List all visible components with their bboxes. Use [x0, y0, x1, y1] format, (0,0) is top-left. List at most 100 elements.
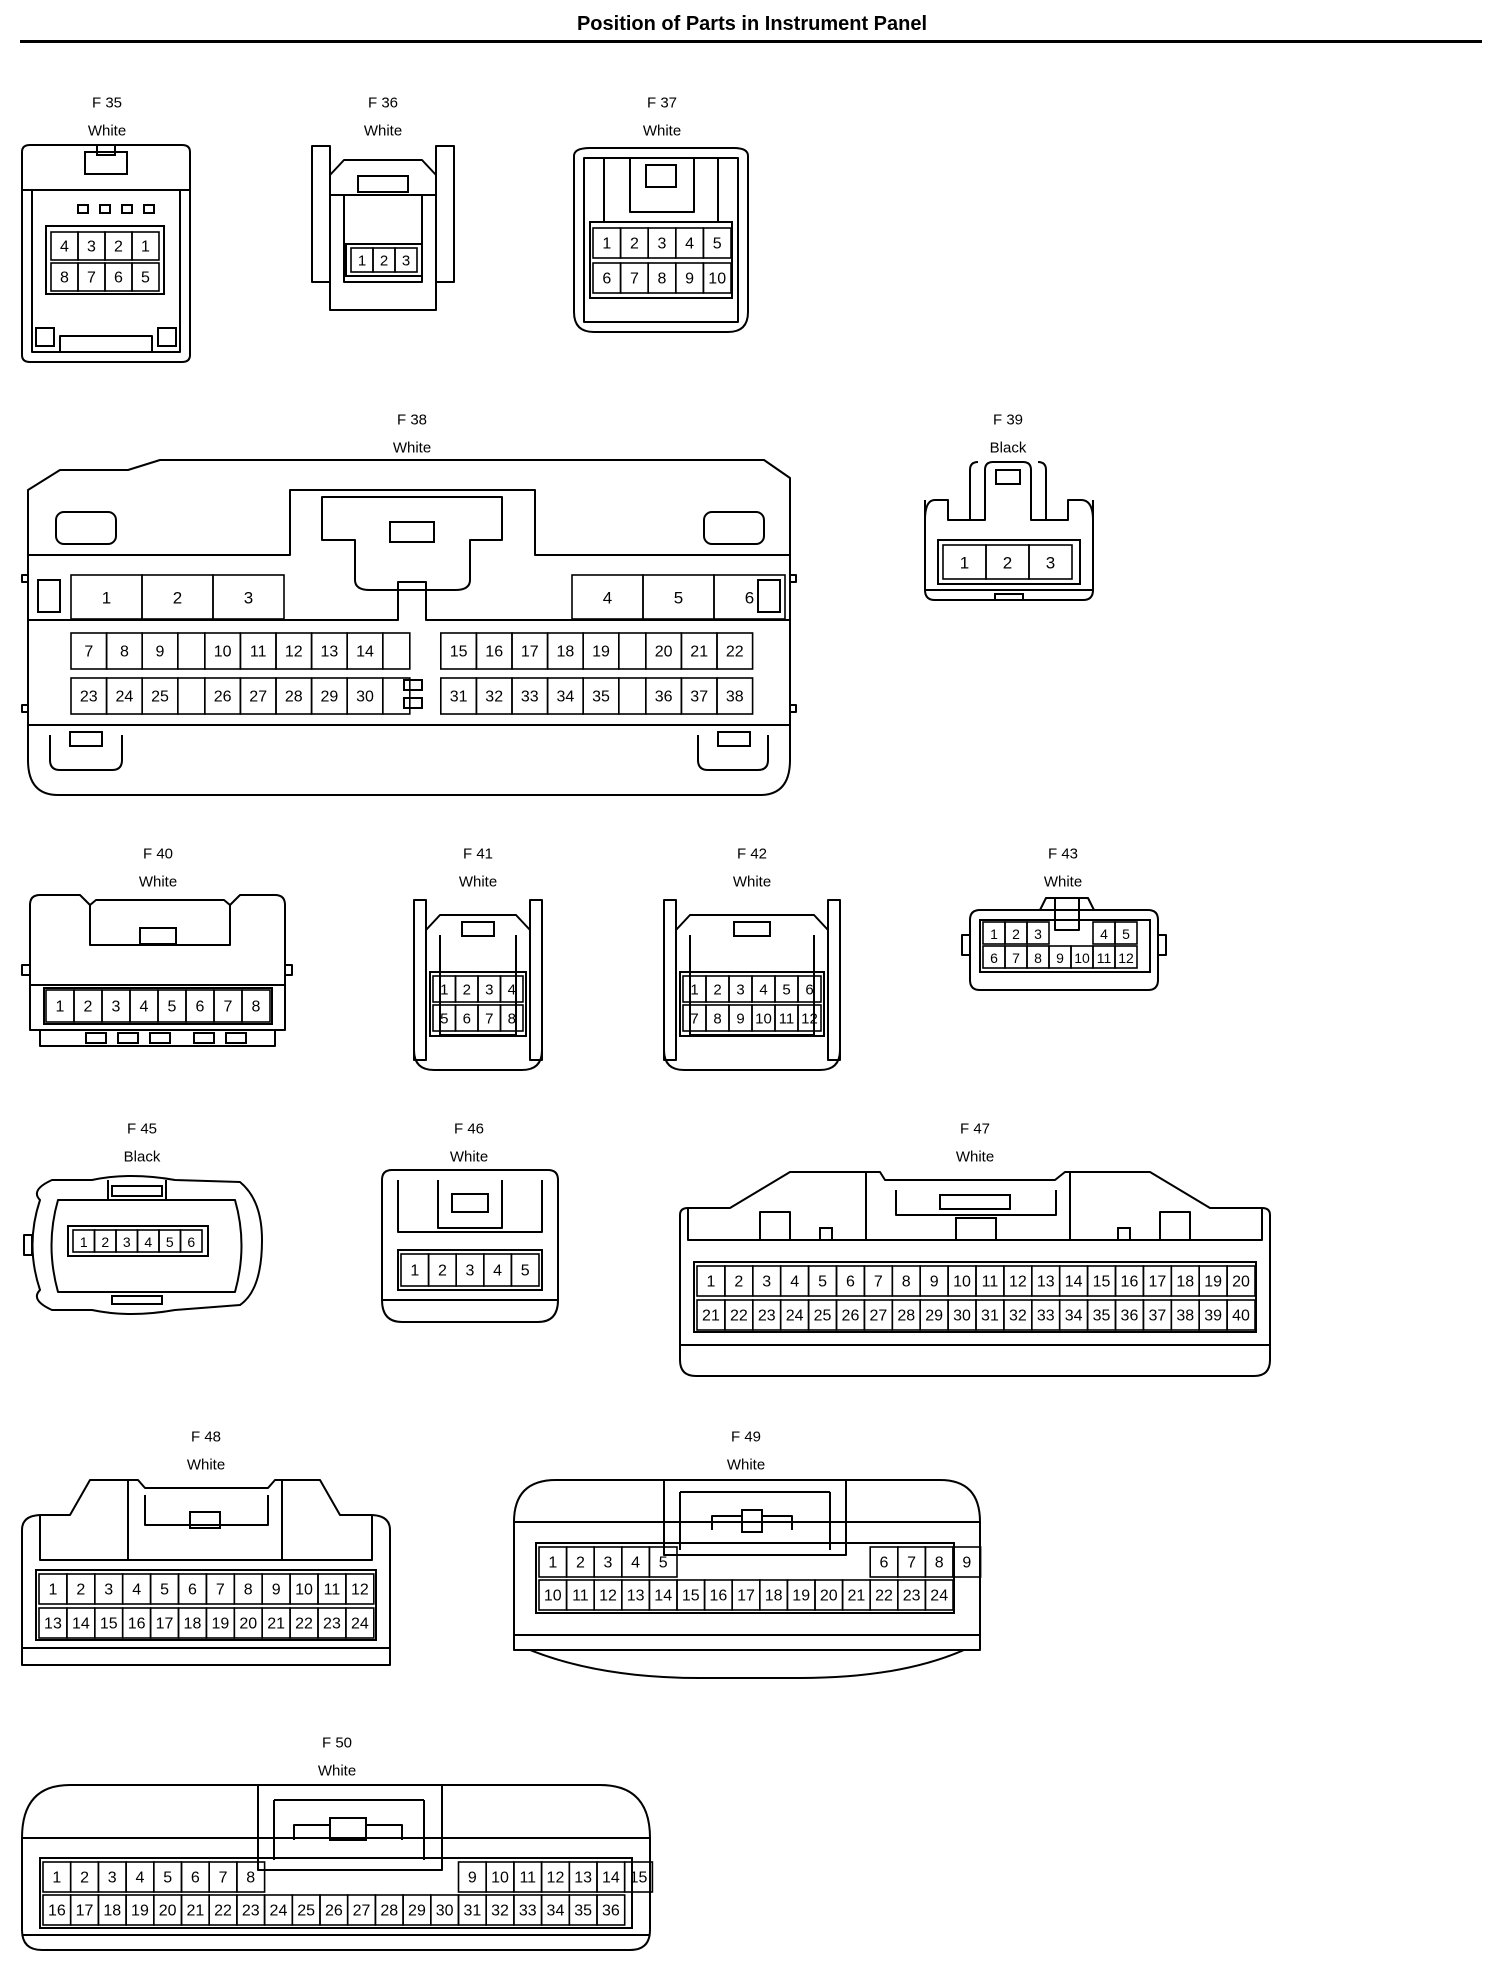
pin-label: 5 — [168, 999, 177, 1016]
pin-label: 16 — [48, 1903, 66, 1920]
pin-label: 4 — [603, 589, 612, 608]
pin-label: 18 — [765, 1588, 783, 1605]
pin-cell — [924, 1579, 954, 1611]
pin-label: 26 — [325, 1903, 343, 1920]
pin-label: 6 — [990, 950, 998, 966]
pin-label: 3 — [1046, 554, 1055, 573]
pin-label: 7 — [84, 644, 93, 661]
pin-label: 10 — [491, 1870, 509, 1887]
pin-label: 34 — [547, 1903, 565, 1920]
pin-label: 7 — [630, 271, 639, 288]
pin-label: 19 — [592, 644, 610, 661]
pin-label: 31 — [981, 1308, 999, 1325]
pin-label: 28 — [380, 1903, 398, 1920]
pin-label: 22 — [726, 644, 744, 661]
pin-label: 20 — [655, 644, 673, 661]
pin-label: 23 — [242, 1903, 260, 1920]
pin-label: 1 — [48, 1582, 57, 1599]
pin-label: 9 — [156, 644, 165, 661]
pin-label: 2 — [1012, 926, 1020, 942]
pin-label: 15 — [682, 1588, 700, 1605]
pin-cell — [1226, 1265, 1256, 1297]
pin-label: 10 — [295, 1582, 313, 1599]
pin-label: 19 — [1204, 1274, 1222, 1291]
pin-label: 2 — [80, 1870, 89, 1887]
pin-label: 6 — [191, 1870, 200, 1887]
pin-label: 33 — [521, 689, 539, 706]
pin-label: 2 — [734, 1274, 743, 1291]
pin-label: 6 — [805, 982, 813, 999]
pin-label: 19 — [792, 1588, 810, 1605]
pin-label: 1 — [990, 926, 998, 942]
pin-label: 8 — [508, 1011, 516, 1028]
pin-cell — [499, 975, 524, 1003]
pin-label: 12 — [547, 1870, 565, 1887]
pin-label: 26 — [214, 689, 232, 706]
pin-label: 38 — [1176, 1308, 1194, 1325]
pin-label: 20 — [239, 1616, 257, 1633]
pin-label: 1 — [141, 239, 150, 256]
pin-label: 7 — [1012, 950, 1020, 966]
pin-cell — [702, 227, 732, 259]
connector-code: F 47 — [960, 1121, 990, 1138]
pin-label: 12 — [599, 1588, 617, 1605]
pin-label: 20 — [159, 1903, 177, 1920]
pin-label: 1 — [102, 589, 111, 608]
pin-label: 3 — [736, 982, 744, 999]
pin-label: 8 — [246, 1870, 255, 1887]
pin-label: 22 — [295, 1616, 313, 1633]
connector-code: F 35 — [92, 95, 122, 112]
pin-label: 9 — [1056, 950, 1064, 966]
pin-label: 4 — [132, 1582, 141, 1599]
pin-label: 30 — [436, 1903, 454, 1920]
pin-label: 4 — [140, 999, 149, 1016]
pin-label: 33 — [1037, 1308, 1055, 1325]
pin-cell — [1114, 945, 1138, 969]
pin-label: 1 — [548, 1555, 557, 1572]
pin-label: 3 — [658, 236, 667, 253]
pin-label: 14 — [602, 1870, 620, 1887]
pin-label: 4 — [790, 1274, 799, 1291]
pin-label: 7 — [690, 1011, 698, 1028]
pin-label: 3 — [108, 1870, 117, 1887]
pin-label: 37 — [1148, 1308, 1166, 1325]
pin-label: 27 — [249, 689, 267, 706]
pin-label: 1 — [602, 236, 611, 253]
pin-label: 16 — [1121, 1274, 1139, 1291]
pin-label: 3 — [123, 1234, 131, 1250]
connector-code: F 40 — [143, 846, 173, 863]
pin-label: 23 — [903, 1588, 921, 1605]
pin-cell — [1026, 921, 1050, 945]
pin-label: 6 — [846, 1274, 855, 1291]
pin-label: 1 — [358, 253, 366, 270]
pin-label: 3 — [604, 1555, 613, 1572]
pin-label: 1 — [690, 982, 698, 999]
pin-label: 12 — [1118, 950, 1134, 966]
pin-label: 26 — [842, 1308, 860, 1325]
pin-label: 32 — [1009, 1308, 1027, 1325]
pin-label: 8 — [902, 1274, 911, 1291]
pin-cell — [131, 231, 160, 261]
pin-label: 3 — [244, 589, 253, 608]
pin-label: 1 — [80, 1234, 88, 1250]
pin-label: 5 — [141, 270, 150, 287]
pin-label: 23 — [323, 1616, 341, 1633]
pin-label: 4 — [508, 982, 516, 999]
pin-label: 13 — [44, 1616, 62, 1633]
connector-color: White — [450, 1149, 488, 1166]
pin-cell — [177, 677, 206, 715]
pin-cell — [716, 677, 754, 715]
pin-label: 6 — [880, 1555, 889, 1572]
pin-label: 4 — [1100, 926, 1108, 942]
pin-label: 3 — [762, 1274, 771, 1291]
connector-code: F 41 — [463, 846, 493, 863]
pin-label: 36 — [1121, 1308, 1139, 1325]
connector-color: White — [727, 1457, 765, 1474]
pin-label: 36 — [602, 1903, 620, 1920]
pin-label: 1 — [56, 999, 65, 1016]
pin-label: 9 — [962, 1555, 971, 1572]
connector-color: White — [1044, 874, 1082, 891]
